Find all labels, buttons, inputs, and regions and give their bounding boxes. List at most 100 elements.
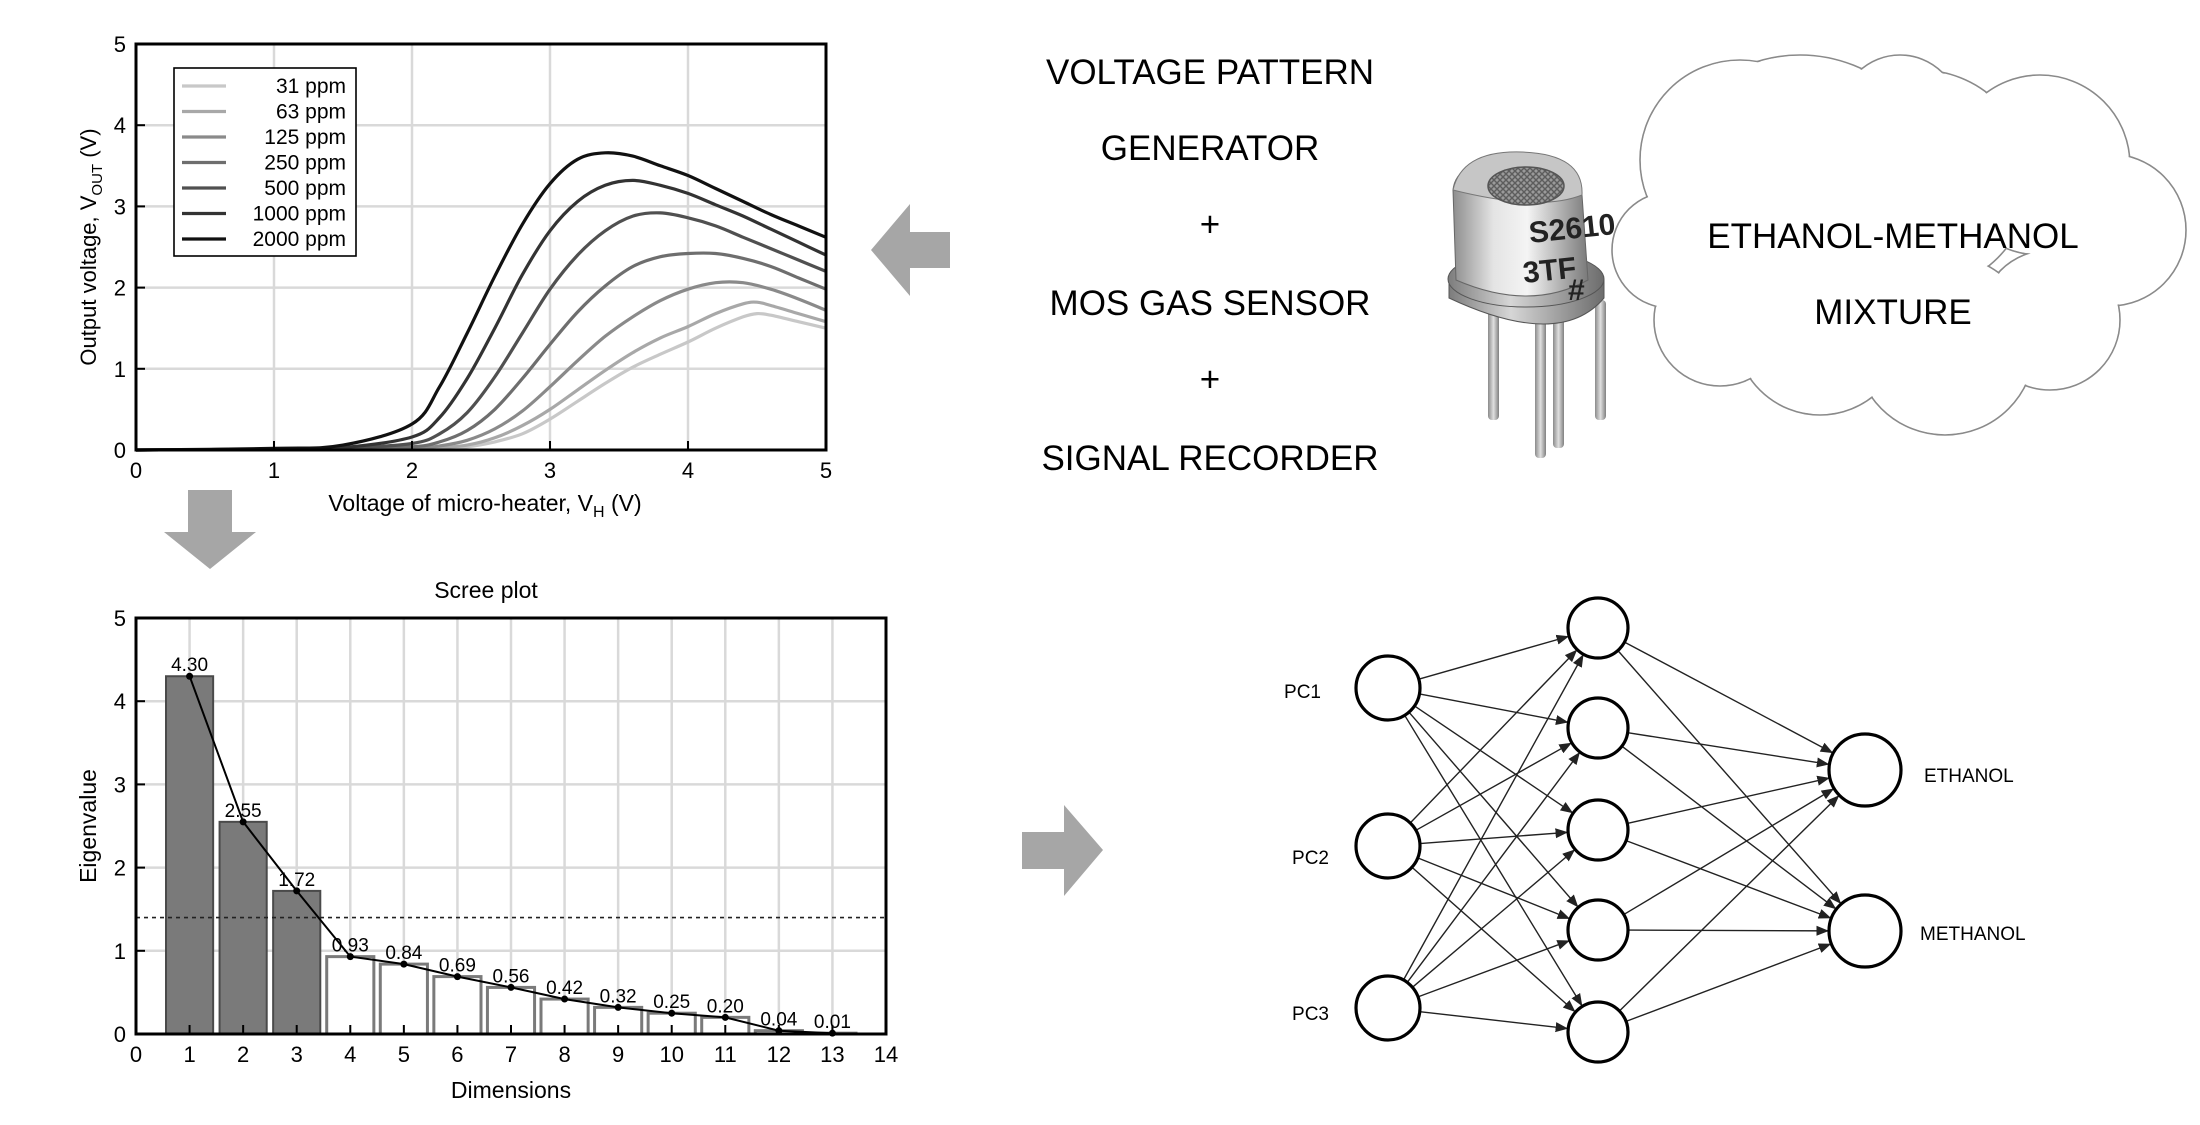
scree-chart-point — [239, 818, 247, 826]
scree-chart-value-label: 0.32 — [600, 986, 637, 1007]
sensor-chart-legend-label: 31 ppm — [276, 75, 346, 98]
hidden-node — [1566, 596, 1630, 660]
scree-chart-x-tick-label: 1 — [183, 1042, 195, 1067]
output-label-ethanol: ETHANOL — [1924, 766, 2014, 787]
scree-chart-point — [668, 1009, 676, 1017]
scree-chart-x-tick-label: 2 — [237, 1042, 249, 1067]
sensor-chart-y-tick-label: 3 — [114, 194, 126, 219]
input-hidden-connection — [1408, 711, 1579, 908]
scree-chart-value-label: 0.84 — [385, 943, 422, 964]
input-hidden-connection — [1418, 634, 1570, 680]
sensor-chart-y-tick-label: 5 — [114, 32, 126, 57]
scree-chart-y-tick-label: 0 — [114, 1022, 126, 1047]
hidden-node — [1566, 898, 1630, 962]
input-hidden-connection — [1409, 649, 1578, 824]
scree-chart-point — [507, 983, 515, 991]
flow-arrows — [164, 204, 1103, 896]
sensor-chart-x-tick-label: 0 — [130, 458, 142, 483]
scree-chart-point — [453, 973, 461, 981]
sensor-chart-y-tick-label: 2 — [114, 276, 126, 301]
output-node — [1827, 732, 1903, 808]
scree-chart-x-tick-label: 7 — [505, 1042, 517, 1067]
scree-chart-bar — [325, 955, 376, 1036]
sensor-chart-x-tick-label: 5 — [820, 458, 832, 483]
output-label-methanol: METHANOL — [1920, 924, 2026, 945]
input-hidden-connection — [1402, 653, 1585, 981]
sensor-chart-y-tick-label: 0 — [114, 438, 126, 463]
scree-chart-x-tick-label: 10 — [659, 1042, 683, 1067]
scree-chart-value-label: 0.25 — [653, 992, 690, 1013]
scree-chart-x-tick-label: 13 — [820, 1042, 844, 1067]
scree-chart-y-axis-label: Eigenvalue — [75, 769, 101, 883]
neural-network-diagram: PC1 PC2 PC3 ETHANOL METHANOL — [1284, 596, 2026, 1064]
scree-chart-y-tick-label: 5 — [114, 606, 126, 631]
sensor-chart-frame — [134, 42, 828, 452]
scree-chart-value-label: 1.72 — [278, 870, 315, 891]
step-voltage-pattern: VOLTAGE PATTERN — [1046, 53, 1374, 92]
input-hidden-connection — [1417, 939, 1571, 998]
step-mos-gas-sensor: MOS GAS SENSOR — [1050, 284, 1371, 323]
scree-chart-point — [346, 953, 354, 961]
scree-chart-value-label: 2.55 — [225, 801, 262, 822]
sensor-chart-series-line — [135, 151, 827, 452]
scree-chart-value-label: 0.42 — [546, 978, 583, 999]
sensor-chart-x-axis-label: Voltage of micro-heater, VH (V) — [328, 490, 641, 521]
input-hidden-connection — [1417, 857, 1571, 920]
sensor-chart-legend-label: 500 ppm — [264, 177, 346, 200]
step-plus-1: + — [1200, 205, 1220, 244]
sensor-chart-legend-label: 1000 ppm — [253, 203, 346, 226]
sensor-chart-legend-label: 2000 ppm — [253, 228, 346, 251]
scree-chart-value-label: 0.93 — [332, 936, 369, 957]
arrow-down-icon — [164, 490, 256, 569]
scree-chart-x-tick-label: 11 — [714, 1042, 737, 1067]
scree-chart-point — [186, 672, 194, 680]
sensor-chart-x-tick-label: 2 — [406, 458, 418, 483]
scree-chart-bar — [432, 975, 483, 1036]
hidden-output-connection — [1625, 839, 1832, 919]
hidden-output-connection — [1625, 943, 1832, 1023]
scree-chart-bar — [378, 962, 429, 1036]
network-nodes — [1354, 596, 1903, 1064]
scree-chart-value-label: 4.30 — [171, 655, 208, 676]
sensor-chart-y-axis-label: Output voltage, VOUT (V) — [76, 128, 106, 365]
scree-chart-point — [400, 960, 408, 968]
scree-chart-x-tick-label: 4 — [344, 1042, 356, 1067]
hidden-output-connection — [1623, 787, 1835, 916]
input-hidden-connection — [1411, 866, 1577, 1013]
scree-chart-bar — [218, 820, 268, 1036]
cloud-label-line2: MIXTURE — [1814, 293, 1972, 332]
sensor-chart-x-tick-label: 3 — [544, 458, 556, 483]
cloud-label-line1: ETHANOL-METHANOL — [1707, 217, 2078, 256]
scree-chart-point — [614, 1003, 622, 1011]
scree-chart-x-tick-label: 3 — [291, 1042, 303, 1067]
scree-chart-y-tick-label: 3 — [114, 772, 126, 797]
scree-chart-value-label: 0.01 — [814, 1012, 851, 1033]
sensor-chart-legend-label: 125 ppm — [264, 126, 346, 149]
hidden-output-connection — [1618, 794, 1840, 1012]
input-label-pc2: PC2 — [1292, 848, 1329, 869]
input-label-pc3: PC3 — [1292, 1004, 1329, 1025]
arrow-right-icon — [1022, 805, 1103, 896]
hidden-node — [1566, 798, 1630, 862]
arrow-left-icon — [871, 204, 950, 296]
sensor-chart-legend-label: 250 ppm — [264, 152, 346, 175]
hidden-node — [1566, 1000, 1630, 1064]
scree-chart-value-label: 0.69 — [439, 956, 476, 977]
input-hidden-connection — [1419, 693, 1569, 725]
hidden-output-connection — [1621, 745, 1837, 910]
step-signal-recorder: SIGNAL RECORDER — [1041, 439, 1378, 478]
scree-chart-value-label: 0.04 — [760, 1010, 797, 1031]
sensor-chart-series-line — [135, 178, 827, 452]
scree-chart-value-label: 0.20 — [707, 996, 744, 1017]
scree-chart-x-tick-label: 6 — [451, 1042, 463, 1067]
process-steps: VOLTAGE PATTERN GENERATOR + MOS GAS SENS… — [1041, 53, 1378, 478]
input-label-pc1: PC1 — [1284, 682, 1321, 703]
sensor-pin — [1488, 300, 1499, 420]
